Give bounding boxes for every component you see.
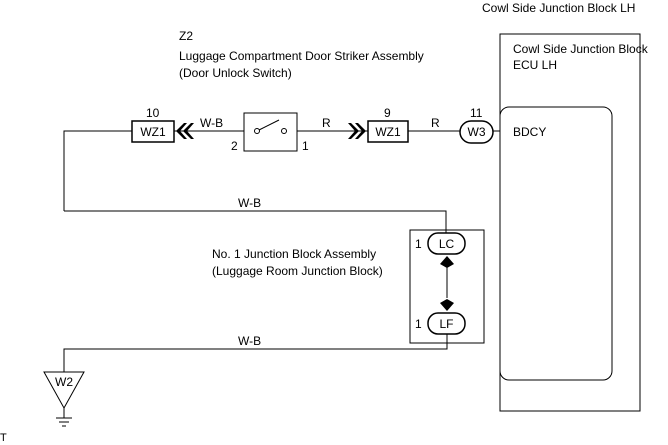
junction-block-box: [409, 229, 485, 344]
ecu-inner-box: [499, 106, 613, 381]
connector-right-pin: 9: [384, 106, 391, 120]
junction-bottom-connector-box: [427, 312, 466, 335]
wire-label-wb-bottom: W-B: [238, 334, 261, 348]
connector-right-box: [367, 120, 409, 143]
ecu-inner-title-line1: Cowl Side Junction Block: [513, 42, 649, 56]
connector-left-box: [131, 120, 175, 143]
ground-id: W2: [55, 375, 73, 389]
wire-label-wb-mid: W-B: [238, 196, 261, 210]
switch-blade: [258, 119, 280, 131]
junction-name-line1: No. 1 Junction Block Assembly: [212, 247, 376, 261]
connector-right-id: WZ1: [375, 125, 401, 139]
wire-wb-bottom: [63, 334, 448, 372]
connector-left-pin: 10: [146, 106, 160, 120]
connector-right-arrow-icon: [348, 123, 366, 139]
ecu-terminal-label: BDCY: [513, 125, 546, 139]
ground-triangle: [43, 371, 85, 410]
wire-wb-mid: [64, 210, 447, 233]
ecu-connector-box: [459, 120, 494, 144]
junction-bottom-pin: 1: [415, 317, 422, 331]
junction-bottom-arrow-icon: [440, 299, 454, 311]
ecu-outer-box: [499, 33, 641, 412]
junction-bottom-id: LF: [439, 317, 453, 331]
ecu-connector-pin: 11: [470, 106, 483, 120]
switch-name-line2: (Door Unlock Switch): [179, 66, 292, 80]
junction-top-pin: 1: [415, 237, 422, 251]
ecu-connector-id: W3: [468, 125, 486, 139]
junction-top-connector-box: [427, 232, 466, 255]
junction-top-id: LC: [439, 237, 455, 251]
switch-pin-right: 1: [302, 139, 309, 153]
wire-wb-top-left: [63, 130, 132, 211]
wire-label-r-1: R: [322, 116, 331, 130]
door-unlock-switch-box: [243, 112, 298, 152]
switch-code: Z2: [179, 29, 193, 43]
ecu-inner-title-line2: ECU LH: [513, 58, 557, 72]
switch-name-line1: Luggage Compartment Door Striker Assembl…: [179, 49, 424, 63]
switch-pin-left: 2: [231, 139, 238, 153]
wire-label-wb-top: W-B: [200, 116, 223, 130]
switch-contact-left: [254, 128, 260, 134]
switch-contact-right: [281, 128, 287, 134]
ecu-outer-title: Cowl Side Junction Block LH: [482, 1, 635, 15]
connector-left-arrow-icon: [176, 123, 194, 139]
junction-top-arrow-icon: [440, 256, 454, 268]
junction-name-line2: (Luggage Room Junction Block): [212, 264, 383, 278]
corner-mark: T: [0, 432, 7, 444]
wire-label-r-2: R: [431, 116, 440, 130]
connector-left-id: WZ1: [140, 125, 166, 139]
